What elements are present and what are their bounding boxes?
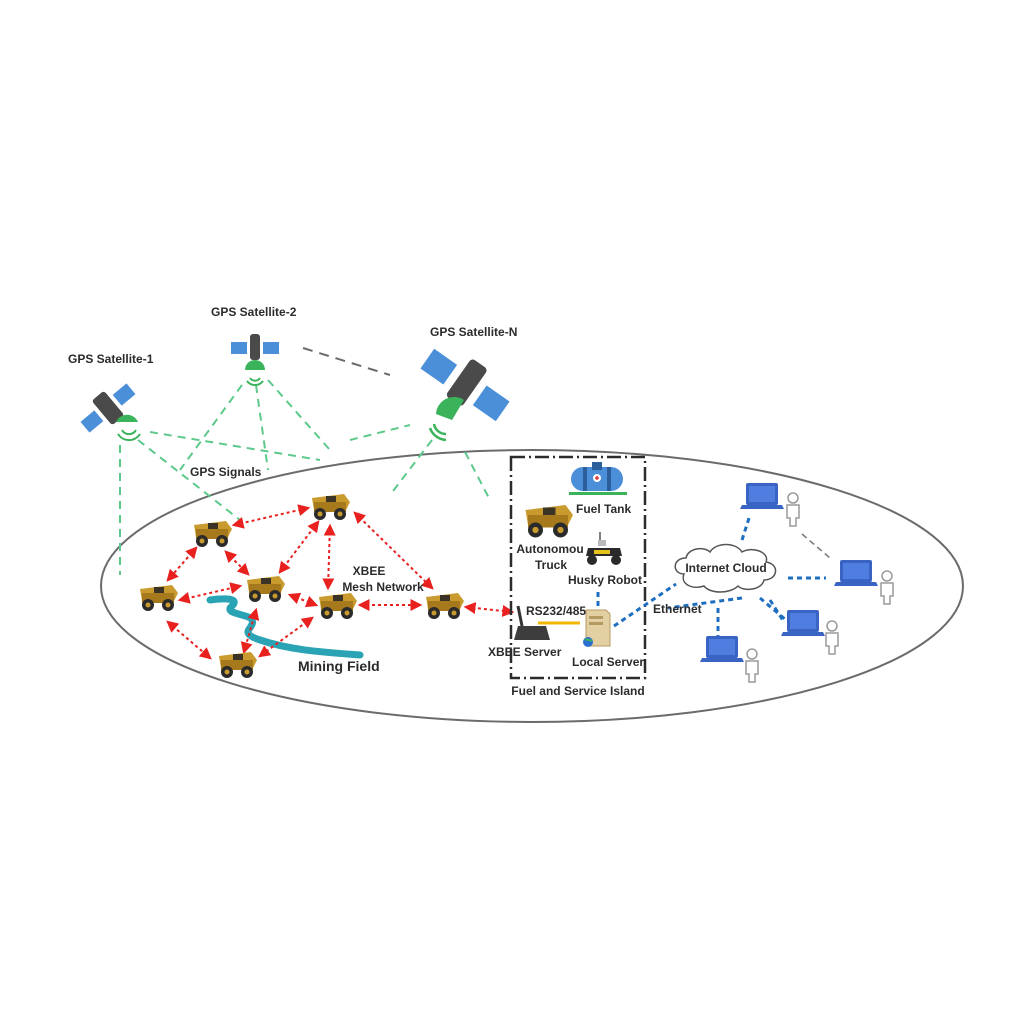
autonomous-truck-label-2: Truck <box>535 558 567 572</box>
satellite-2-icon <box>231 334 279 386</box>
satellite-n-icon <box>420 348 510 422</box>
mesh-network-label: Mesh Network <box>342 580 424 594</box>
peer-link <box>801 533 831 559</box>
client-user-1-icon <box>786 492 800 527</box>
gps-signal-lines <box>119 379 491 575</box>
operation-area-ellipse <box>100 449 964 723</box>
client-user-4-icon <box>745 648 759 683</box>
mining-truck-7-icon <box>219 652 257 678</box>
satellite-1-dish-icon <box>116 414 138 422</box>
client-laptop-4-icon <box>700 636 744 662</box>
satellite-1-label: GPS Satellite-1 <box>68 352 154 366</box>
internet-cloud-label: Internet Cloud <box>685 561 766 575</box>
mining-truck-3-icon <box>140 585 178 611</box>
island-title: Fuel and Service Island <box>511 684 644 698</box>
client-laptop-1-icon <box>740 483 784 509</box>
satellite-1-icon <box>80 383 136 433</box>
husky-robot-label: Husky Robot <box>568 573 642 587</box>
mining-truck-6-icon <box>426 593 464 619</box>
xbee-server-icon <box>514 605 550 640</box>
ethernet-label: Ethernet <box>653 602 702 616</box>
xbee-server-label: XBEE Server <box>488 645 562 659</box>
gps-signals-label: GPS Signals <box>190 465 262 479</box>
mining-truck-2-icon <box>194 521 232 547</box>
satellite-2-label: GPS Satellite-2 <box>211 305 297 319</box>
fuel-tank-icon <box>569 462 627 495</box>
satellite-n-label: GPS Satellite-N <box>430 325 517 339</box>
fuel-service-island-box <box>509 455 647 680</box>
mining-truck-4-icon <box>247 576 285 602</box>
internet-cloud-icon <box>674 543 777 593</box>
autonomous-truck-label-1: Autonomou <box>516 542 583 556</box>
autonomous-truck-icon <box>525 505 573 538</box>
mining-field-label: Mining Field <box>298 658 380 674</box>
rs232-label: RS232/485 <box>526 604 586 618</box>
mining-truck-1-icon <box>312 494 350 520</box>
local-server-icon <box>583 609 611 647</box>
client-user-3-icon <box>825 620 839 655</box>
local-server-label: Local Server <box>572 655 644 669</box>
husky-robot-icon <box>586 532 622 565</box>
fuel-tank-label: Fuel Tank <box>576 502 631 516</box>
satellite-n-dish-icon <box>436 396 464 420</box>
client-laptop-2-icon <box>834 560 878 586</box>
client-laptop-3-icon <box>781 610 825 636</box>
satellite-link <box>302 347 391 376</box>
mesh-links <box>166 504 515 660</box>
ethernet-links <box>596 514 826 636</box>
mining-truck-5-icon <box>319 593 357 619</box>
xbee-label: XBEE <box>353 564 386 578</box>
client-user-2-icon <box>880 570 894 605</box>
